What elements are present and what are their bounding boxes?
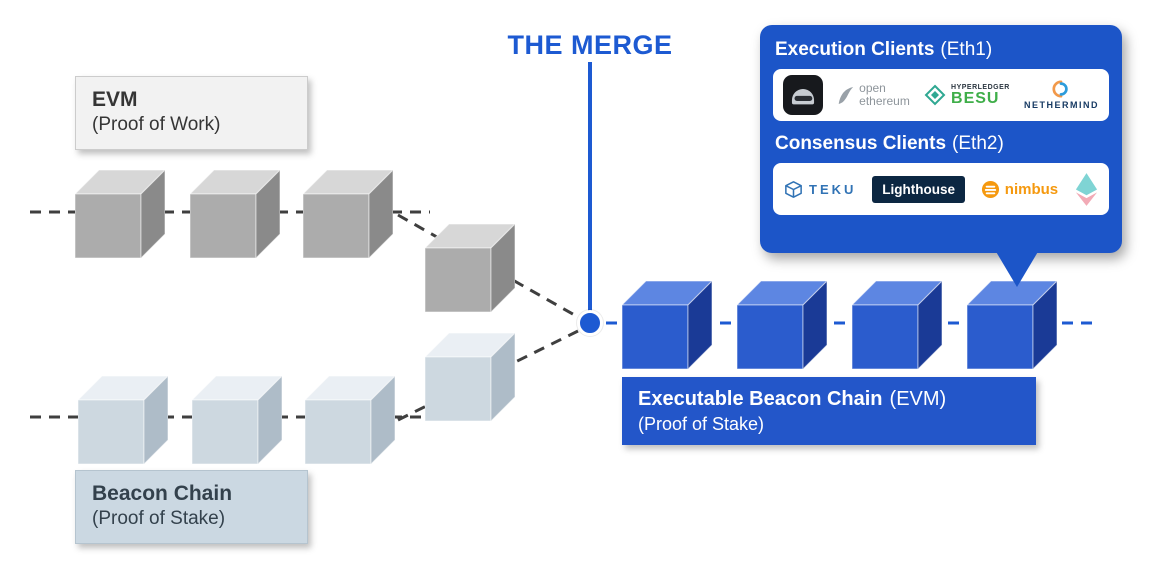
openethereum-feather-icon bbox=[838, 86, 854, 104]
pow-block bbox=[190, 170, 280, 258]
openethereum-logo: open ethereum bbox=[837, 82, 910, 107]
nethermind-text: NETHERMIND bbox=[1023, 100, 1099, 110]
execution-clients-header: Execution Clients (Eth1) bbox=[775, 39, 1107, 61]
miner-helmet-logo bbox=[783, 75, 823, 115]
beacon-title: Beacon Chain bbox=[92, 482, 233, 505]
evm-title: EVM bbox=[92, 88, 138, 111]
beacon-block bbox=[425, 333, 515, 421]
pow-block bbox=[303, 170, 393, 258]
consensus-clients-title: Consensus Clients bbox=[775, 133, 947, 154]
beacon-block bbox=[192, 376, 282, 464]
pow-block bbox=[75, 170, 165, 258]
execution-clients-suffix: (Eth1) bbox=[940, 39, 993, 60]
execution-clients-card: open ethereum HYPERLEDGER BESU bbox=[773, 69, 1109, 121]
merge-point-dot bbox=[577, 310, 603, 336]
hyperledger-besu-logo: HYPERLEDGER BESU bbox=[924, 84, 1010, 107]
merged-block bbox=[737, 281, 827, 369]
nimbus-text: nimbus bbox=[1004, 180, 1059, 198]
consensus-clients-suffix: (Eth2) bbox=[952, 133, 1004, 154]
merge-vertical-line bbox=[588, 62, 592, 312]
panel-pointer-tail bbox=[995, 250, 1039, 287]
beacon-chain-label-box: Beacon Chain (Proof of Stake) bbox=[75, 470, 308, 544]
nimbus-circle-icon bbox=[981, 180, 999, 198]
clients-panel: Execution Clients (Eth1) open ethereum bbox=[760, 25, 1122, 253]
besu-text: BESU bbox=[951, 89, 1000, 107]
merged-subtitle: (Proof of Stake) bbox=[638, 414, 765, 434]
lighthouse-logo: Lighthouse bbox=[872, 175, 965, 203]
hyperledger-text: HYPERLEDGER bbox=[951, 83, 1010, 91]
lighthouse-text: Lighthouse bbox=[882, 181, 955, 197]
teku-text: TEKU bbox=[809, 181, 857, 197]
beacon-subtitle: (Proof of Stake) bbox=[92, 508, 226, 530]
consensus-clients-header: Consensus Clients (Eth2) bbox=[775, 133, 1107, 155]
teku-logo: TEKU bbox=[783, 179, 856, 200]
executable-beacon-chain-label-box: Executable Beacon Chain (EVM) (Proof of … bbox=[622, 377, 1036, 445]
consensus-clients-card: TEKU Lighthouse nimbus bbox=[773, 163, 1109, 215]
besu-diamond-icon bbox=[924, 84, 946, 106]
openethereum-text-line2: ethereum bbox=[859, 94, 910, 108]
miner-helmet-icon bbox=[783, 75, 823, 115]
evm-label-box: EVM (Proof of Work) bbox=[75, 76, 308, 150]
openethereum-text-line1: open bbox=[859, 81, 886, 96]
merged-block bbox=[852, 281, 942, 369]
eth-diamond-logo bbox=[1075, 172, 1098, 206]
beacon-block bbox=[305, 376, 395, 464]
nethermind-logo: NETHERMIND bbox=[1024, 80, 1099, 110]
teku-cube-icon bbox=[785, 180, 802, 198]
merged-title: Executable Beacon Chain bbox=[638, 388, 883, 410]
merged-block bbox=[622, 281, 712, 369]
nimbus-logo: nimbus bbox=[981, 180, 1058, 199]
evm-subtitle: (Proof of Work) bbox=[92, 114, 221, 136]
nethermind-rings-icon bbox=[1052, 80, 1069, 98]
execution-clients-title: Execution Clients bbox=[775, 39, 935, 60]
merged-block bbox=[967, 281, 1057, 369]
merge-title: THE MERGE bbox=[507, 30, 673, 60]
beacon-block bbox=[78, 376, 168, 464]
merged-title-suffix: (EVM) bbox=[889, 388, 947, 410]
pow-block bbox=[425, 224, 515, 312]
